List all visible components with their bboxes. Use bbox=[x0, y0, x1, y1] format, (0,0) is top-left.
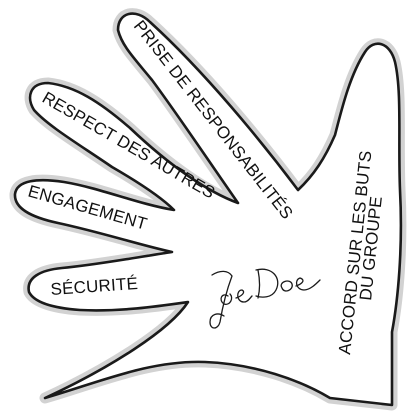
hand-illustration: PRISE DE RESPONSABILITÉS RESPECT DES AUT… bbox=[0, 0, 407, 412]
